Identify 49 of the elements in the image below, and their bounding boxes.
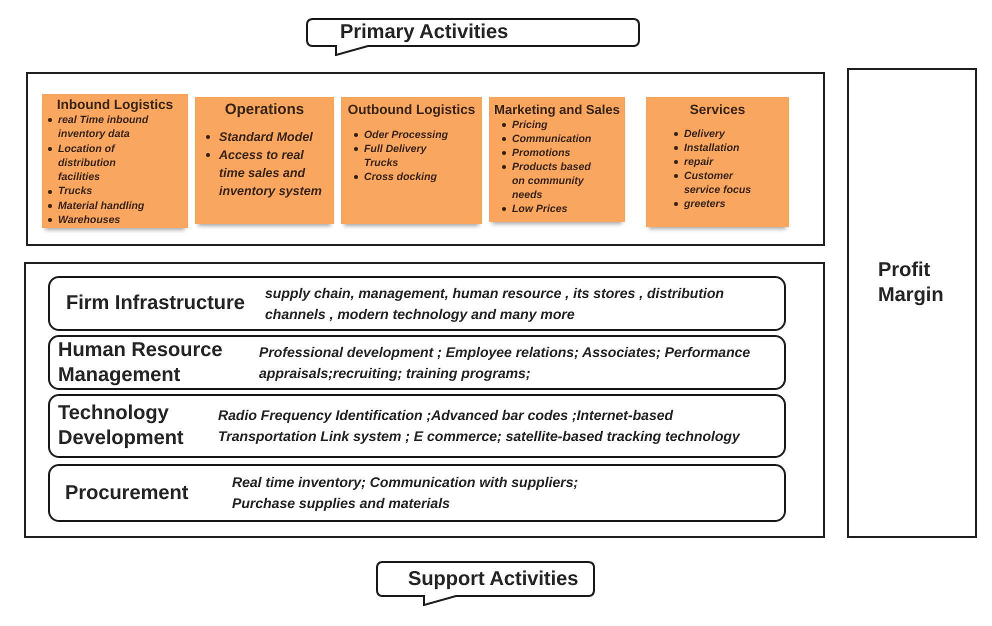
row-description: Real time inventory; Communication with suppliers; Purchase supplies and materials [232, 473, 580, 513]
row-description: Professional development ; Employee relations; Associates; Performance appraisals;recruiting; training programs; [259, 342, 752, 383]
bullet-text: Full Delivery Trucks [364, 142, 428, 170]
bullet-text: Promotions [512, 146, 570, 160]
sticky-note [646, 97, 789, 227]
speech-bubble [376, 561, 595, 606]
note-title: Services [690, 102, 746, 117]
bullet-text: Pricing [512, 118, 548, 132]
sticky-note [195, 97, 334, 224]
column-label: Profit Margin [878, 258, 945, 308]
bullet-text: real Time inbound inventory data [58, 113, 150, 142]
note-title: Outbound Logistics [348, 102, 476, 117]
rows-panel [24, 262, 825, 538]
activity-row [48, 394, 786, 458]
sticky-note [341, 97, 482, 224]
bullet-text: Standard Model [219, 129, 313, 146]
activity-row [48, 276, 786, 331]
row-title: Procurement [65, 480, 188, 506]
row-title: Firm Infrastructure [66, 291, 245, 316]
bullet-text: Products based on community needs [512, 160, 592, 202]
row-description: Radio Frequency Identification ;Advanced bar codes ;Internet-based Transportation Link system ; E commerce; satellite-based tracking technology [218, 406, 742, 446]
bullet-text: repair [684, 155, 714, 169]
activity-row [48, 464, 786, 522]
note-title: Operations [224, 101, 304, 118]
bullet-text: Communication [512, 132, 592, 146]
note-title: Inbound Logistics [56, 97, 174, 112]
speech-bubble [306, 18, 640, 56]
row-title: Technology Development [58, 401, 185, 451]
bullet-text: Delivery [684, 127, 725, 141]
sticky-note [489, 97, 625, 222]
bullet-text: Cross docking [364, 170, 437, 184]
margin-column [847, 68, 977, 538]
bubble-label: Support Activities [408, 568, 578, 590]
notes-panel [26, 72, 825, 246]
sticky-note [42, 94, 188, 228]
row-description: supply chain, management, human resource , its stores , distribution channels , modern technology and many more [265, 284, 725, 324]
bubble-label: Primary Activities [340, 21, 508, 43]
bullet-text: Access to real time sales and inventory system [219, 147, 323, 200]
activity-row [48, 335, 786, 390]
bullet-text: Location of distribution facilities [58, 142, 117, 184]
row-title: Human Resource Management [58, 338, 224, 388]
bullet-text: greeters [684, 197, 726, 211]
bullet-text: Warehouses [58, 213, 120, 228]
bullet-text: Low Prices [512, 202, 568, 216]
bullet-text: Material handling [58, 198, 144, 214]
bullet-text: Oder Processing [364, 128, 448, 142]
note-title: Marketing and Sales [494, 102, 620, 117]
bullet-text: Trucks [58, 184, 92, 199]
bullet-text: Installation [684, 141, 740, 155]
